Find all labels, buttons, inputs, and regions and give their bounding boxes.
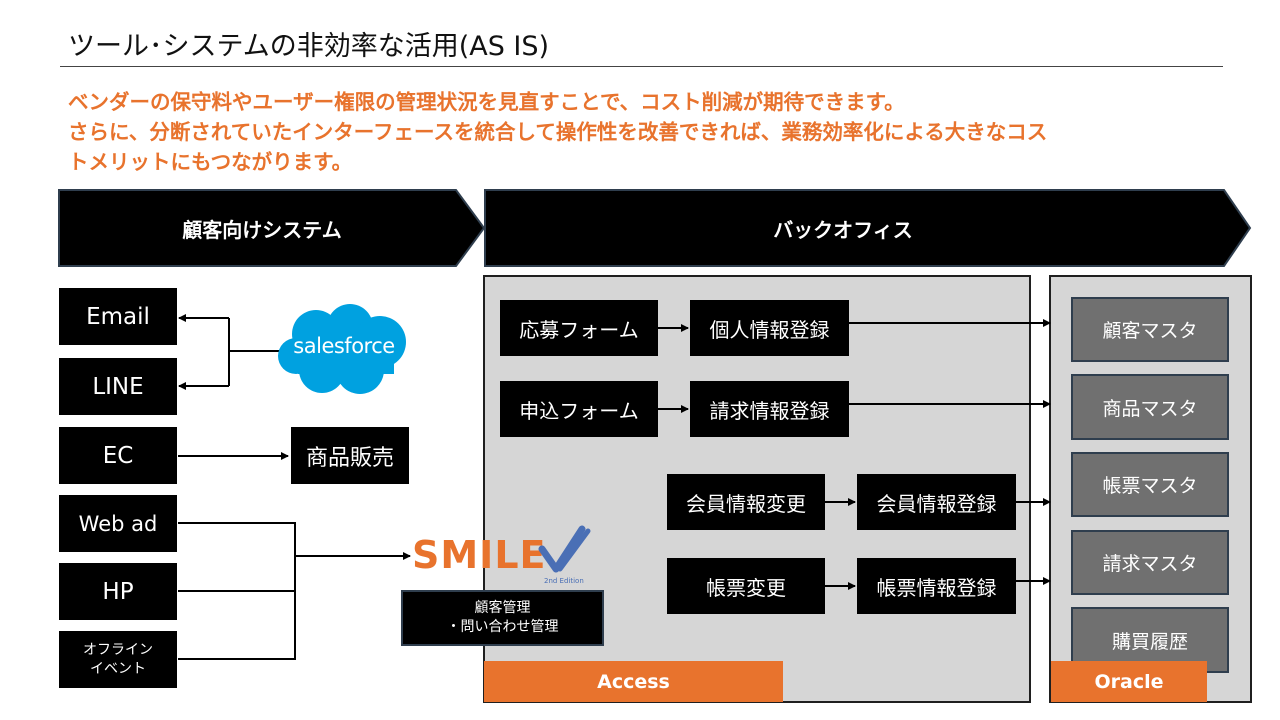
summary-text: ベンダーの保守料やユーザー権限の管理状況を見直すことで、コスト削減が期待できます… — [68, 87, 1228, 177]
summary-line-2: さらに、分断されていたインターフェースを統合して操作性を改善できれば、業務効率化… — [68, 120, 1048, 144]
smile-desc-line-2: ・問い合わせ管理 — [446, 619, 559, 635]
member-info-change-box: 会員情報変更 — [667, 474, 825, 530]
page-title: ツール･システムの非効率な活用(AS IS) — [68, 31, 550, 62]
channel-offline-event: オフライン イベント — [59, 631, 177, 688]
backoffice-header: バックオフィス — [484, 189, 1252, 267]
customer-systems-label: 顧客向けシステム — [182, 217, 342, 242]
channel-hp: HP — [59, 563, 177, 620]
oracle-label: Oracle — [1051, 661, 1207, 702]
salesforce-wordmark: salesforce — [293, 334, 395, 358]
form-change-box: 帳票変更 — [667, 558, 825, 614]
member-info-registration-box: 会員情報登録 — [857, 474, 1016, 530]
backoffice-label: バックオフィス — [773, 217, 913, 242]
smile-edition: 2nd Edition — [544, 577, 584, 585]
form-info-registration-box: 帳票情報登録 — [857, 558, 1016, 614]
smile-desc-line-1: 顧客管理 — [474, 600, 531, 616]
title-divider — [60, 66, 1223, 67]
smile-logo: SMILE 2nd Edition — [410, 525, 595, 587]
personal-info-registration-box: 個人情報登録 — [690, 300, 849, 356]
request-form-box: 申込フォーム — [500, 381, 658, 437]
smile-wordmark: SMILE — [412, 533, 547, 577]
access-label: Access — [484, 661, 783, 702]
summary-line-3: トメリットにもつながります。 — [68, 150, 353, 174]
smile-description-box: 顧客管理 ・問い合わせ管理 — [401, 590, 604, 646]
offline-line-1: オフライン — [83, 641, 153, 658]
offline-line-2: イベント — [90, 660, 146, 677]
salesforce-logo: salesforce — [276, 300, 412, 400]
product-sales-box: 商品販売 — [291, 427, 409, 484]
master-billing: 請求マスタ — [1071, 530, 1229, 595]
salesforce-cloud-icon — [278, 304, 406, 394]
channel-email: Email — [59, 288, 177, 345]
master-product: 商品マスタ — [1071, 374, 1229, 440]
chevron-shape — [58, 189, 486, 267]
chevron-shape — [484, 189, 1252, 267]
summary-line-1: ベンダーの保守料やユーザー権限の管理状況を見直すことで、コスト削減が期待できます… — [68, 90, 905, 114]
master-form: 帳票マスタ — [1071, 452, 1229, 517]
checkmark-icon — [538, 525, 591, 573]
channel-ec: EC — [59, 427, 177, 484]
apply-form-box: 応募フォーム — [500, 300, 658, 356]
channel-web-ad: Web ad — [59, 495, 177, 552]
customer-systems-header: 顧客向けシステム — [58, 189, 486, 267]
master-customer: 顧客マスタ — [1071, 297, 1229, 362]
channel-line: LINE — [59, 358, 177, 415]
billing-info-registration-box: 請求情報登録 — [690, 381, 849, 437]
